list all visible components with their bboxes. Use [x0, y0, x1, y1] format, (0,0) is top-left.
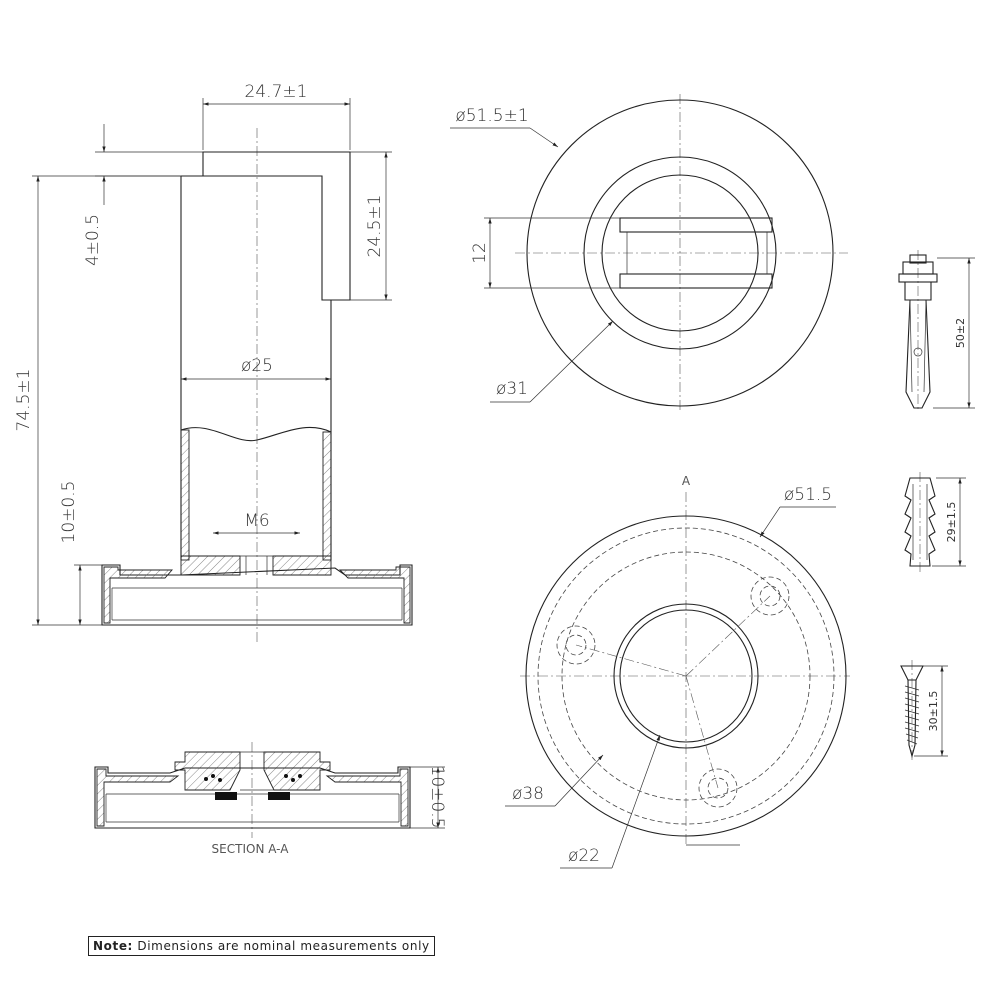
side-view: 24.7±1 4±0.5 24.5±1 74.5±1 ø25 10±0.5 M6 [14, 82, 413, 645]
dim-top-outer-diameter: ø51.5±1 [455, 106, 528, 126]
note-box: Note: Dimensions are nominal measurement… [88, 936, 435, 956]
dim-hook-height: 24.5±1 [365, 195, 385, 258]
anchor-bolt: 50±2 [898, 250, 975, 412]
wall-plug: 29±1.5 [904, 472, 966, 572]
dim-inner-diameter: ø31 [496, 379, 528, 399]
dim-bore-diameter: ø22 [568, 846, 600, 866]
dim-plug-length: 29±1.5 [945, 502, 958, 543]
dim-top-width: 24.7±1 [245, 82, 308, 102]
dim-base-outer-diameter: ø51.5 [784, 485, 832, 505]
section-caption: SECTION A-A [212, 842, 290, 856]
section-marker: A [682, 474, 691, 488]
dim-pcd-diameter: ø38 [512, 784, 544, 804]
top-view: ø51.5±1 12 ø31 [450, 94, 848, 412]
dim-base-height: 10±0.5 [59, 481, 79, 544]
section-view: 10±0.5 SECTION A-A [94, 742, 447, 856]
dim-bolt-length: 50±2 [954, 318, 967, 348]
note-text: Dimensions are nominal measurements only [137, 939, 430, 953]
note-label: Note: [93, 939, 133, 953]
dim-thread: M6 [244, 511, 269, 531]
wood-screw: 30±1.5 [900, 660, 948, 760]
dim-slot-width: 12 [470, 242, 490, 264]
dim-plate-offset: 4±0.5 [83, 214, 103, 266]
dim-screw-length: 30±1.5 [927, 691, 940, 732]
base-plan-view: A ø51.5 ø38 ø22 [505, 474, 850, 869]
dim-overall-height: 74.5±1 [14, 369, 34, 432]
dim-tube-diameter: ø25 [241, 356, 273, 376]
dim-section-height: 10±0.5 [427, 766, 447, 829]
